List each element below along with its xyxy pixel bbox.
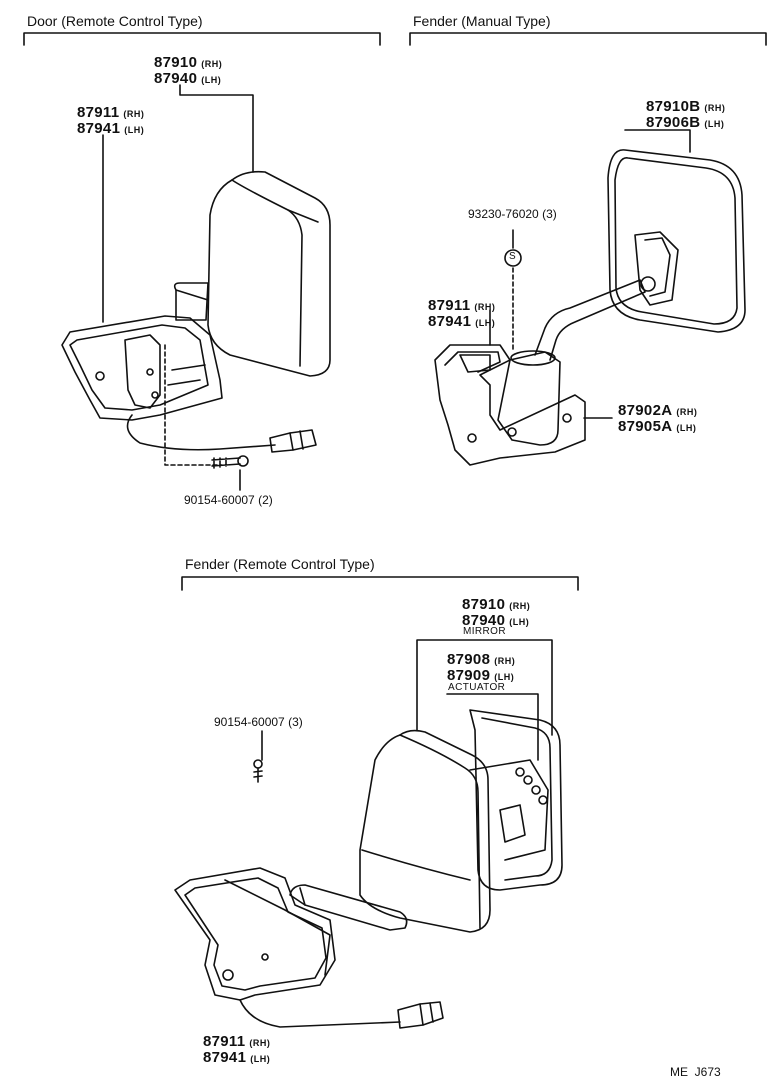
- fender-remote-assembly: [174, 639, 563, 1029]
- fender-remote-base-plate: [174, 867, 336, 1001]
- fender-manual-bracket: [409, 32, 767, 46]
- door-remote-bracket: [23, 32, 381, 46]
- fender-manual-pivot: [634, 231, 679, 306]
- fender-remote-screw-head: [253, 759, 263, 769]
- fender-manual-base-label: 87911(RH) 87941(LH): [428, 297, 496, 330]
- fender-remote-actuator-leader: [446, 693, 539, 761]
- fender-remote-mirror-label: 87910(RH) 87940(LH): [462, 596, 531, 629]
- fender-remote-screw-label: 90154-60007 (3): [214, 715, 303, 729]
- fender-manual-title: Fender (Manual Type): [413, 13, 551, 29]
- fender-manual-screw-symbol-ring: [504, 249, 522, 267]
- fender-manual-base-plate: [434, 344, 586, 466]
- door-mirror-label: 87910(RH) 87940(LH): [154, 54, 223, 87]
- door-screw-label: 90154-60007 (2): [184, 493, 273, 507]
- fender-remote-actuator-label: 87908(RH) 87909(LH): [447, 651, 516, 684]
- door-wire: [126, 414, 276, 451]
- door-mirror-arm: [173, 282, 209, 321]
- fender-remote-base-label: 87911(RH) 87941(LH): [203, 1033, 271, 1066]
- door-screw: [211, 457, 241, 469]
- door-mirror-housing: [207, 170, 331, 377]
- door-mirror-leader: [179, 84, 254, 173]
- fender-manual-screw-label: 93230-76020 (3): [468, 207, 557, 221]
- fender-manual-mirror-label: 87910B(RH) 87906B(LH): [646, 98, 726, 131]
- fender-manual-mirror-glass: [607, 149, 746, 333]
- figure-code: ME J673: [670, 1065, 721, 1079]
- fender-manual-assembly: [434, 129, 746, 466]
- fender-manual-screw-symbol: S: [509, 251, 516, 262]
- fender-remote-bracket: [181, 576, 579, 591]
- fender-remote-actuator-caption: ACTUATOR: [448, 682, 506, 693]
- door-screw-leader: [164, 344, 223, 466]
- fender-manual-mirror-leader: [624, 129, 691, 153]
- fender-remote-mirror-leader: [416, 639, 553, 736]
- fender-manual-stay-label: 87902A(RH) 87905A(LH): [618, 402, 698, 435]
- fender-manual-arm: [534, 279, 646, 361]
- fender-remote-wire: [239, 999, 401, 1028]
- fender-manual-stay: [497, 351, 561, 446]
- fender-remote-actuator-frame: [469, 709, 563, 891]
- door-remote-assembly: [61, 84, 331, 491]
- door-base-label: 87911(RH) 87941(LH): [77, 104, 145, 137]
- door-base-plate: [61, 315, 223, 421]
- fender-remote-mirror-caption: MIRROR: [463, 626, 506, 637]
- door-remote-title: Door (Remote Control Type): [27, 13, 203, 29]
- fender-remote-mirror-housing: [359, 729, 491, 933]
- fender-remote-arm: [289, 884, 408, 931]
- fender-remote-title: Fender (Remote Control Type): [185, 556, 375, 572]
